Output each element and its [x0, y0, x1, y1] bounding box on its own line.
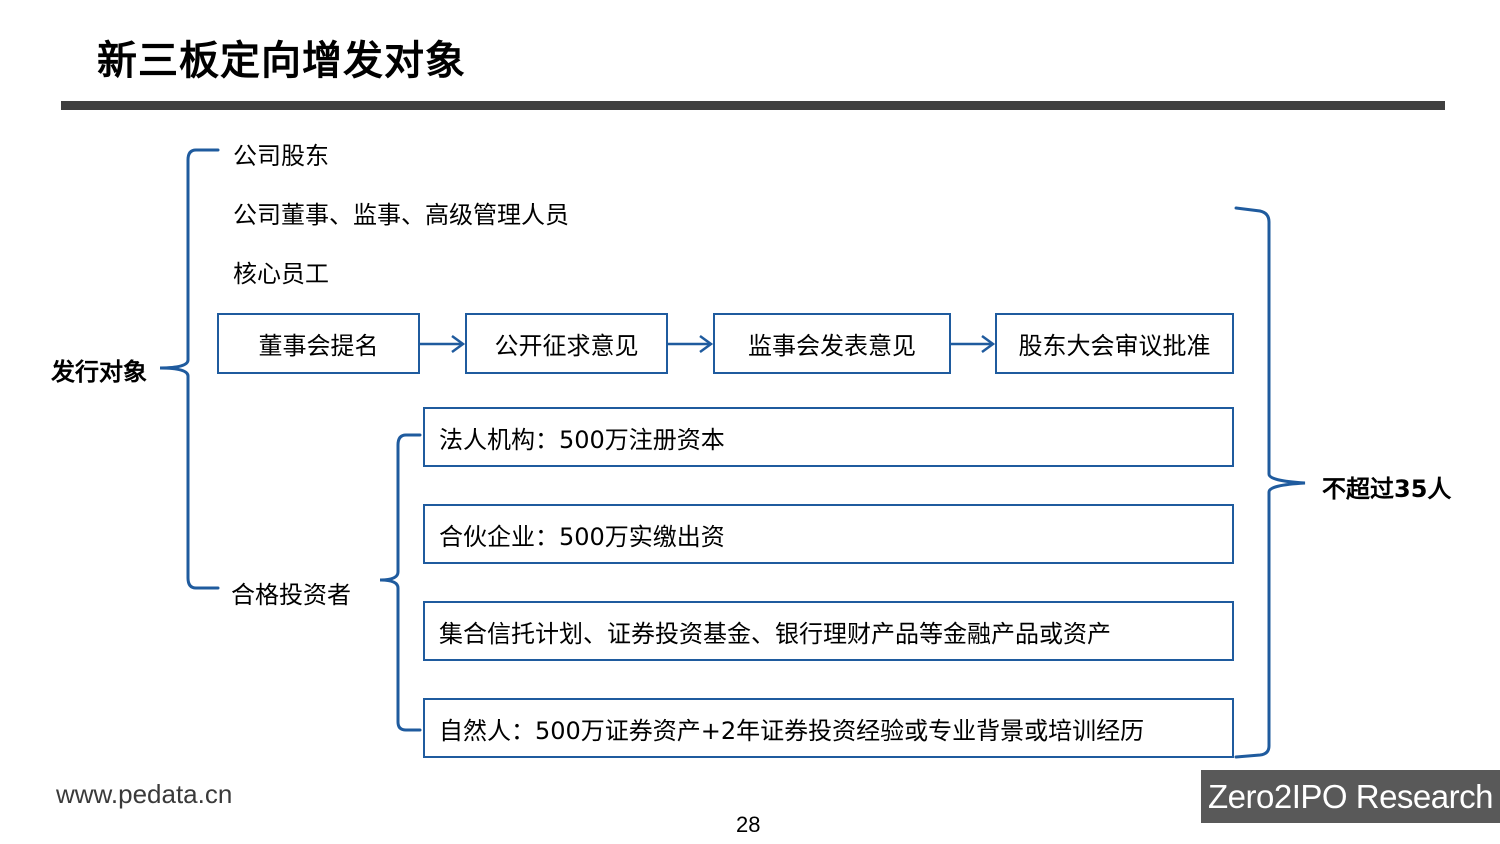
limit-brace [1234, 206, 1306, 759]
category-executives: 公司董事、监事、高级管理人员 [233, 201, 569, 229]
process-step-4: 股东大会审议批准 [995, 313, 1234, 374]
category-shareholders: 公司股东 [233, 142, 329, 170]
process-step-2: 公开征求意见 [465, 313, 668, 374]
page-title: 新三板定向增发对象 [97, 38, 466, 84]
title-divider [61, 101, 1445, 110]
category-qualified-investors: 合格投资者 [231, 581, 351, 609]
limit-label: 不超过35人 [1322, 475, 1452, 503]
investor-type-natural-person: 自然人：500万证券资产+2年证券投资经验或专业背景或培训经历 [423, 698, 1234, 758]
page-number: 28 [736, 812, 761, 837]
investor-type-legal-entity: 法人机构：500万注册资本 [423, 407, 1234, 467]
process-step-1: 董事会提名 [217, 313, 420, 374]
arrow-3-head [981, 334, 996, 354]
arrow-1-head [451, 334, 466, 354]
investor-type-partnership: 合伙企业：500万实缴出资 [423, 504, 1234, 564]
investor-brace [379, 433, 422, 732]
root-brace [159, 148, 220, 590]
brand-logo: Zero2IPO Research [1201, 770, 1500, 823]
arrow-2-head [699, 334, 714, 354]
root-label: 发行对象 [51, 358, 147, 386]
process-step-3: 监事会发表意见 [713, 313, 951, 374]
category-core-staff: 核心员工 [233, 260, 329, 288]
footer-url: www.pedata.cn [56, 779, 233, 809]
investor-type-financial-products: 集合信托计划、证券投资基金、银行理财产品等金融产品或资产 [423, 601, 1234, 661]
